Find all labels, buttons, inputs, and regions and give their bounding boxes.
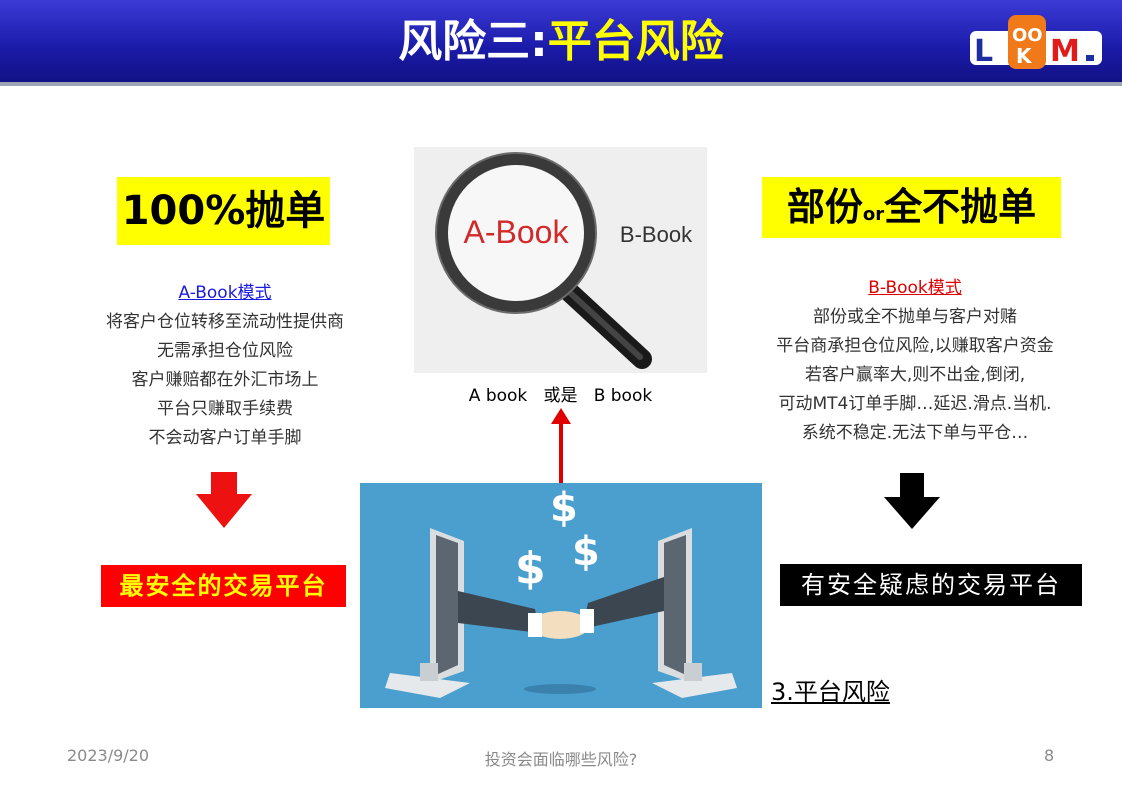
section-label: 3.平台风险 (771, 678, 890, 706)
partial-hedge-highlight: 部份or全不抛单 (762, 177, 1061, 238)
dollar-icon: $ (515, 543, 546, 594)
highlight-or: or (862, 204, 885, 225)
dollar-icon: $ (550, 485, 578, 531)
a-book-line: 不会动客户订单手脚 (148, 428, 302, 448)
dollar-icon: $ (572, 529, 600, 575)
lens-text: A-Book (464, 214, 570, 250)
a-book-line: 客户赚赔都在外汇市场上 (131, 370, 319, 390)
up-arrow-icon (551, 408, 571, 486)
safe-platform-box: 最安全的交易平台 (101, 565, 346, 607)
b-book-line: 平台商承担仓位风险,以赚取客户资金 (776, 336, 1054, 356)
title-part2: 平台风险 (547, 16, 724, 67)
slide-title: 风险三:平台风险 (0, 14, 1122, 70)
b-book-line: 若客户赢率大,则不出金,倒闭, (804, 365, 1026, 385)
a-book-line: 平台只赚取手续费 (157, 399, 293, 419)
full-hedge-highlight: 100%抛单 (117, 177, 330, 245)
b-book-line: 部份或全不抛单与客户对赌 (813, 307, 1017, 327)
b-book-line: 可动MT4订单手脚…延迟.滑点.当机. (778, 394, 1052, 414)
a-book-line: 无需承担仓位风险 (157, 341, 293, 361)
b-book-line: 系统不稳定.无法下单与平仓… (801, 423, 1029, 443)
svg-text:K: K (1016, 44, 1033, 68)
page-number: 8 (1044, 746, 1055, 765)
magnifier-image: A-Book B-Book (414, 147, 707, 373)
a-book-mode-title: A-Book模式 (178, 283, 272, 303)
highlight-part-a: 部份 (786, 185, 863, 229)
footer-date: 2023/9/20 (67, 746, 150, 765)
a-book-line: 将客户仓位转移至流动性提供商 (106, 312, 344, 332)
magnifier-icon: A-Book B-Book (435, 152, 693, 369)
b-book-mode-title: B-Book模式 (868, 278, 962, 298)
highlight-part-b: 全不抛单 (884, 185, 1037, 229)
svg-text:OO: OO (1012, 25, 1043, 46)
svg-text:L: L (974, 34, 993, 69)
unsafe-platform-box: 有安全疑虑的交易平台 (780, 564, 1082, 606)
b-book-description: B-Book模式 部份或全不抛单与客户对赌 平台商承担仓位风险,以赚取客户资金 … (740, 274, 1090, 448)
footer-title: 投资会面临哪些风险? (484, 750, 638, 769)
down-arrow-red-icon (196, 472, 252, 528)
a-or-b-book-caption: A book 或是 B book (468, 386, 653, 406)
handshake-illustration: $ $ $ (360, 483, 762, 708)
down-arrow-black-icon (884, 473, 940, 529)
title-part1: 风险三: (398, 16, 548, 67)
a-book-description: A-Book模式 将客户仓位转移至流动性提供商 无需承担仓位风险 客户赚赔都在外… (60, 279, 390, 453)
lookm-logo: L OO K M (970, 15, 1102, 69)
svg-text:M: M (1050, 34, 1080, 69)
title-banner (0, 0, 1122, 86)
side-text: B-Book (620, 222, 693, 247)
